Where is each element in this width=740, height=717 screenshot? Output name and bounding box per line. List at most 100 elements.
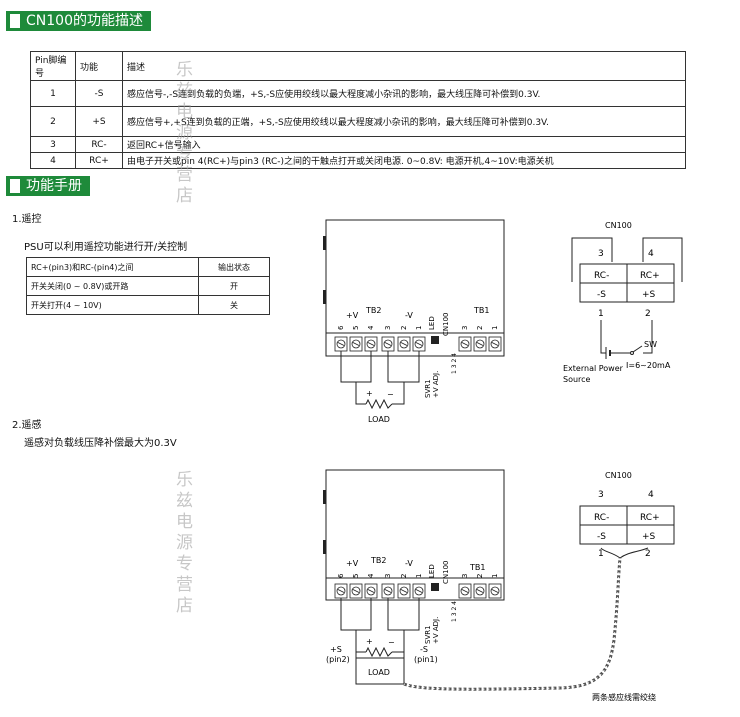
- remote-sense-description: 遥感对负载线压降补偿最大为0.3V: [24, 438, 177, 449]
- pin-function: -S: [75, 80, 123, 107]
- tb1-terminals: [458, 336, 502, 352]
- cn-cell: -S: [597, 290, 606, 300]
- table-row: 1 -S 感应信号-,-S连到负载的负端，+S,-S应使用绞线以最大程度减小杂讯…: [30, 80, 686, 107]
- tb2-pin: 3: [384, 574, 392, 578]
- section-header-manual: 功能手册: [6, 176, 90, 196]
- cn100-label: CN100: [442, 313, 450, 337]
- table-row: 开关关闭(0 ~ 0.8V)或开路 开: [26, 276, 270, 296]
- cn-pin-top: 3: [598, 249, 604, 259]
- tb2-pin: 4: [367, 325, 375, 330]
- cn-cell: -S: [597, 532, 606, 542]
- watermark-text: 乐兹电源专营店: [172, 470, 192, 617]
- header-bar-icon: [10, 14, 20, 28]
- tb1-label: TB1: [473, 306, 489, 315]
- cn-pin-top: 3: [598, 490, 604, 500]
- load-resistor: [365, 398, 393, 410]
- load-label: LOAD: [368, 668, 390, 677]
- watermark-text: 乐兹电源专营店: [172, 60, 192, 207]
- load-minus: −: [387, 390, 394, 399]
- load-resistor: [365, 646, 393, 658]
- load-minus: −: [388, 638, 395, 647]
- tb1-pin: 3: [461, 326, 469, 330]
- cn-cell: RC-: [594, 271, 609, 281]
- cn-pin-bottom: 2: [645, 549, 651, 559]
- led-label: LED: [428, 564, 436, 578]
- tb2-pin: 4: [367, 573, 375, 578]
- tb2-pin: 6: [337, 325, 345, 330]
- cn100-title: CN100: [605, 471, 632, 480]
- current-label: I=6~20mA: [626, 361, 671, 370]
- tb2-pin: 6: [337, 573, 345, 578]
- load-label: LOAD: [368, 415, 390, 424]
- load-plus: +: [366, 389, 373, 398]
- header-function: 功能: [75, 51, 123, 81]
- minus-v-label: -V: [405, 311, 413, 320]
- pin-number: 1: [30, 80, 76, 107]
- cn-pin-bottom: 1: [598, 309, 604, 319]
- cn-pin-bottom: 1: [598, 549, 604, 559]
- tb1-pin: 1: [491, 326, 499, 330]
- twisted-pair-label: 两条感应线需绞绕: [592, 692, 656, 702]
- psu-body: [325, 469, 505, 601]
- tb2-label: TB2: [370, 556, 386, 565]
- vadj-label: +V ADJ.: [432, 371, 440, 398]
- cn100-label: CN100: [442, 561, 450, 585]
- remote-control-diagram: TB2 TB1 6 5 4 3 2 1 LED CN100 3 2 1 SVR1…: [323, 219, 683, 424]
- table-header-row: Pin脚编号 功能 描述: [30, 51, 686, 81]
- output-cell: 关: [198, 295, 270, 315]
- tb2-pin: 2: [400, 326, 408, 330]
- load-plus: +: [366, 637, 373, 646]
- remote-sense-diagram: TB2 TB1 6 5 4 3 2 1 LED CN100 3 2 1 SVR1…: [323, 469, 675, 702]
- cn-cell: +S: [642, 290, 656, 300]
- sw-label: SW: [644, 340, 657, 349]
- tb2-pin: 3: [384, 326, 392, 330]
- remote-control-heading: 1.遥控: [12, 214, 42, 225]
- tb2-pin: 5: [352, 326, 360, 330]
- pin-description: 感应信号-,-S连到负载的负端，+S,-S应使用绞线以最大程度减小杂讯的影响，最…: [122, 80, 686, 107]
- minus-v-label: -V: [405, 559, 413, 568]
- cn-pin-top: 4: [648, 249, 654, 259]
- ext-power-label: External Power: [563, 364, 624, 373]
- jumper-label: 1 3 2 4: [451, 353, 458, 374]
- plus-v-label: +V: [346, 311, 359, 320]
- pin2-label: (pin2): [326, 655, 350, 664]
- pin-description-table: Pin脚编号 功能 描述 1 -S 感应信号-,-S连到负载的负端，+S,-S应…: [30, 51, 686, 169]
- cn-cell: RC-: [594, 513, 609, 523]
- twisted-pair-wire: [403, 557, 622, 691]
- remote-control-table: RC+(pin3)和RC-(pin4)之间 输出状态 开关关闭(0 ~ 0.8V…: [26, 257, 270, 315]
- tb1-label: TB1: [469, 563, 485, 572]
- jumper-label: 1 3 2 4: [451, 601, 458, 622]
- cn-pin-top: 4: [648, 490, 654, 500]
- minus-s-label: -S: [420, 645, 428, 654]
- tb1-pin: 3: [461, 574, 469, 578]
- tb2-pin: 1: [415, 326, 423, 330]
- plus-v-label: +V: [346, 559, 359, 568]
- cn-pin-bottom: 2: [645, 309, 651, 319]
- pin1-label: (pin1): [414, 655, 438, 664]
- svr1-label: SVR1: [424, 625, 432, 644]
- cn100-title: CN100: [605, 221, 632, 230]
- remote-control-intro: PSU可以利用遥控功能进行开/关控制: [24, 242, 188, 253]
- pin-description: 由电子开关或pin 4(RC+)与pin3 (RC-)之间的干触点打开或关闭电源…: [122, 152, 686, 169]
- table-row: 2 +S 感应信号+,+S连到负载的正端，+S,-S应使用绞线以最大程度减小杂讯…: [30, 106, 686, 137]
- tb2-pin: 5: [352, 574, 360, 578]
- table-row: 4 RC+ 由电子开关或pin 4(RC+)与pin3 (RC-)之间的干触点打…: [30, 152, 686, 169]
- cn-cell: RC+: [640, 513, 660, 523]
- tb2-pin: 1: [415, 574, 423, 578]
- led-label: LED: [428, 316, 436, 330]
- tb1-pin: 2: [476, 326, 484, 330]
- header-description: 描述: [122, 51, 686, 81]
- header-bar-icon: [10, 179, 20, 193]
- tb1-pin: 2: [476, 574, 484, 578]
- source-label: Source: [563, 375, 591, 384]
- vadj-label: +V ADJ.: [432, 617, 440, 644]
- tb1-terminals: [458, 583, 502, 599]
- pin-function: +S: [75, 106, 123, 137]
- remote-sense-heading: 2.遥感: [12, 420, 42, 431]
- pin-description: 感应信号+,+S连到负载的正端，+S,-S应使用绞线以最大程度减小杂讯的影响，最…: [122, 106, 686, 137]
- table-row: 开关打开(4 ~ 10V) 关: [26, 295, 270, 315]
- section-header-function-description: CN100的功能描述: [6, 11, 151, 31]
- plus-s-label: +S: [330, 645, 342, 654]
- section-title: CN100的功能描述: [26, 13, 143, 29]
